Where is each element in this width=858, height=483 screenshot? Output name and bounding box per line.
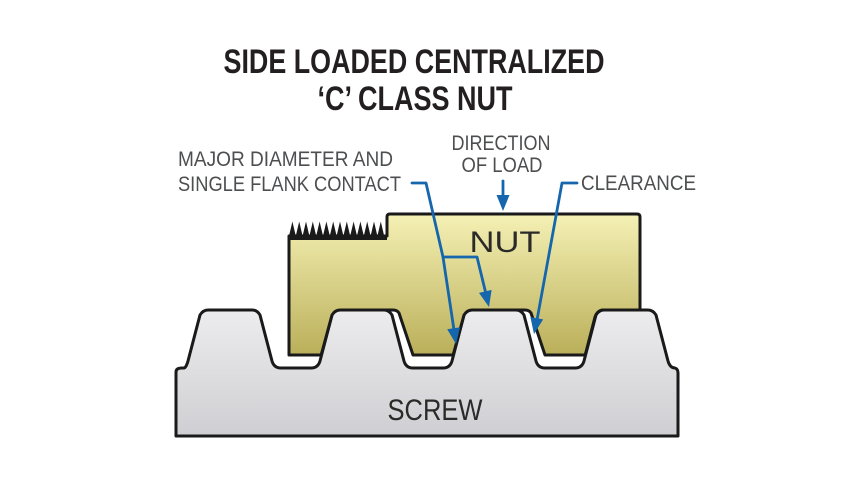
diagram-title-line-1: SIDE LOADED CENTRALIZED xyxy=(224,43,605,81)
nut-serration xyxy=(289,221,387,240)
direction-of-load-label-line-1: DIRECTION xyxy=(452,131,551,155)
diagram-title-line-2: ‘C’ CLASS NUT xyxy=(318,80,513,118)
clearance-label: CLEARANCE xyxy=(581,171,696,195)
major-diameter-arrowhead-icon xyxy=(479,289,492,307)
clearance-leader-line xyxy=(535,181,579,322)
screw-part-label: SCREW xyxy=(388,394,484,427)
nut-part-label: NUT xyxy=(470,226,541,259)
flank-contact-leader-line xyxy=(410,181,456,332)
flank-contact-arrowhead-icon xyxy=(447,327,461,344)
nut-body xyxy=(287,212,642,357)
direction-of-load-label-line-2: OF LOAD xyxy=(462,153,543,177)
direction-of-load-arrowhead-icon xyxy=(496,195,510,211)
major-diameter-label-line-2: SINGLE FLANK CONTACT xyxy=(178,172,401,196)
major-diameter-label-line-1: MAJOR DIAMETER AND xyxy=(178,147,393,171)
major-diameter-leader-line xyxy=(441,255,488,296)
clearance-arrowhead-icon xyxy=(530,317,544,334)
